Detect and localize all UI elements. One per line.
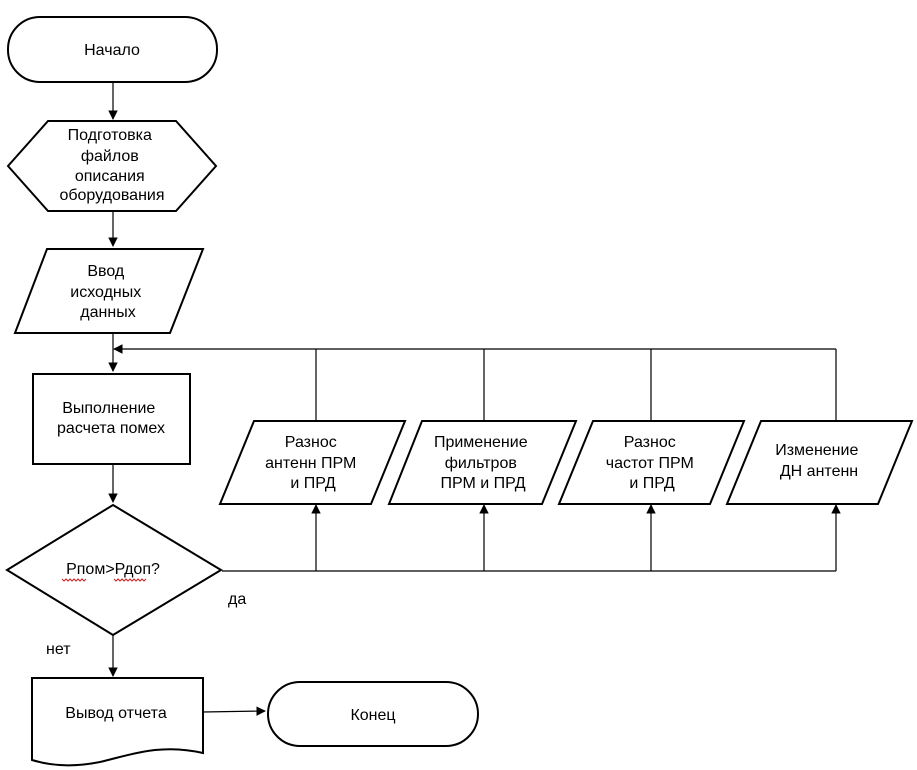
option-filters	[387, 420, 578, 505]
start-label: Начало	[84, 42, 140, 59]
report-document	[31, 677, 204, 767]
prepare-hexagon	[6, 120, 218, 212]
spellcheck-underline	[61, 578, 147, 582]
report-label: Вывод отчета	[65, 705, 167, 722]
decision-diamond	[5, 503, 223, 637]
option-antenna-pattern-label: Изменение ДН антенн	[775, 442, 863, 480]
no-label: нет	[46, 641, 71, 658]
option-frequency-spacing	[557, 420, 746, 505]
option-antenna-spacing-label: Разнос антенн ПРМ и ПРД	[265, 434, 361, 492]
connectors	[108, 82, 841, 716]
input-label: Ввод исходных данных	[70, 263, 145, 321]
option-antenna-spacing	[218, 420, 407, 505]
edge-report-end	[202, 706, 266, 716]
calc-label: Выполнение расчета помех	[57, 400, 165, 437]
end-label: Конец	[350, 707, 395, 724]
option-antenna-pattern	[725, 420, 914, 505]
yes-label: да	[228, 591, 246, 608]
start-terminator	[7, 16, 218, 83]
end-terminator	[267, 681, 479, 747]
input-parallelogram	[13, 248, 205, 334]
prepare-label: Подготовка файлов описания оборудования	[59, 127, 164, 204]
decision-label: Рпом>Рдоп?	[66, 561, 160, 578]
option-frequency-spacing-label: Разнос частот ПРМ и ПРД	[606, 434, 698, 492]
option-filters-label: Применение фильтров ПРМ и ПРД	[434, 434, 532, 492]
calc-process	[32, 373, 191, 465]
